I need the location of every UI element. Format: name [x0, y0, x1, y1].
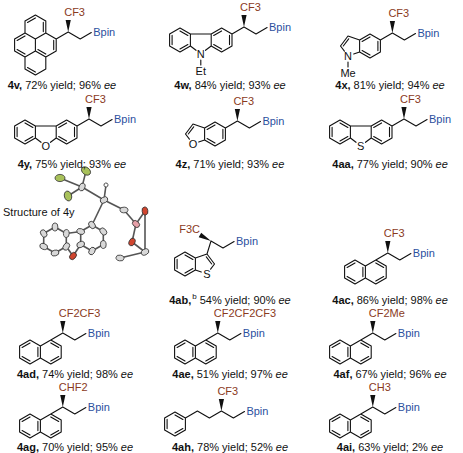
boron-group: Bpin: [93, 26, 115, 38]
compound-caption: 4ai,63% yield; 2%ee: [337, 441, 443, 453]
yield-ee-text: ee: [432, 79, 444, 91]
sulfur-atom: S: [357, 140, 364, 152]
methyl-group: Me: [340, 67, 355, 79]
compound-caption: 4ab,b 54% yield; 90%ee: [169, 293, 291, 307]
yield-ee-text: ee: [272, 158, 284, 170]
yield-ee-text: 77% yield; 90%: [357, 158, 433, 170]
compound-caption: 4ag,70% yield; 95%ee: [17, 441, 133, 453]
yield-ee-text: 71% yield; 93%: [193, 158, 269, 170]
yield-ee-text: 81% yield; 94%: [354, 79, 430, 91]
yield-ee-text: ee: [431, 441, 443, 453]
boron-group: Bpin: [398, 401, 420, 413]
nitrogen-atom: N: [197, 48, 205, 60]
compound-caption: 4ac, 86% yield; 98%ee: [332, 294, 448, 307]
yield-ee-text: ee: [121, 441, 133, 453]
yield-ee-text: 70% yield; 95%: [42, 441, 118, 453]
fluoroalkyl-group: CF3: [388, 7, 409, 19]
compound-number: 4ab,: [169, 294, 191, 306]
boron-group: Bpin: [429, 113, 451, 125]
fluoroalkyl-group: CF3: [400, 93, 421, 105]
nitrogen-atom: N: [344, 50, 352, 62]
compound-caption: 4ae, 51% yield; 97%ee: [172, 368, 288, 381]
boron-group: Bpin: [246, 405, 268, 417]
yield-ee-text: ee: [278, 294, 290, 306]
yield-ee-text: 84% yield; 93%: [195, 79, 271, 91]
yield-ee-text: 75% yield; 93%: [35, 158, 111, 170]
fluoroalkyl-group: CF2Me: [369, 307, 405, 319]
yield-ee-text: 72% yield; 96%: [25, 79, 101, 91]
yield-ee-text: ee: [276, 441, 288, 453]
boron-group: Bpin: [236, 235, 258, 247]
fluoroalkyl-group: CF2CF3: [59, 307, 101, 319]
compound-number: 4ac,: [332, 294, 353, 306]
yield-ee-text: 51% yield; 97%: [197, 368, 273, 380]
wedge-bonds: [60, 15, 406, 411]
crystal-structure-label: Structure of 4y: [3, 206, 75, 218]
fluoroalkyl-group: CF3: [217, 385, 238, 397]
fluoroalkyl-group: CHF2: [59, 381, 88, 393]
boron-group: Bpin: [413, 247, 435, 259]
boron-group: Bpin: [262, 115, 284, 127]
compound-number: 4v,: [8, 79, 22, 91]
yield-ee-text: ee: [276, 368, 288, 380]
compound-number: 4aa,: [332, 158, 353, 170]
compound-caption: 4x, 81% yield; 94%ee: [335, 79, 444, 92]
yield-ee-text: ee: [121, 368, 133, 380]
compound-caption: 4w, 84% yield; 93%ee: [174, 79, 285, 92]
compound-caption: 4aa, 77% yield; 90%ee: [332, 158, 448, 171]
compound-number: 4ae,: [172, 368, 193, 380]
boron-group: Bpin: [114, 113, 136, 125]
fluoroalkyl-group: CF3: [384, 227, 405, 239]
fluoroalkyl-group: CF3: [64, 6, 85, 18]
fluoroalkyl-group: CF3: [85, 93, 106, 105]
compound-number: 4ah,: [172, 441, 194, 453]
compound-number: 4ai,: [337, 441, 355, 453]
yield-ee-text: 63% yield; 2%: [358, 441, 428, 453]
compound-caption: 4y,75% yield; 93%ee: [18, 158, 127, 171]
yield-ee-text: ee: [434, 368, 446, 380]
yield-ee-text: 54% yield; 90%: [200, 294, 276, 306]
fluoroalkyl-group: CF3: [233, 95, 254, 107]
yield-ee-text: ee: [273, 79, 285, 91]
boron-group: Bpin: [88, 401, 110, 413]
yield-ee-text: ee: [114, 158, 126, 170]
fluoroalkyl-group: F3C: [179, 223, 200, 235]
compound-caption: 4ad,74% yield; 98%ee: [17, 368, 133, 381]
compound-number: 4ag,: [17, 441, 39, 453]
fluoroalkyl-group: CH3: [369, 381, 391, 393]
boron-group: Bpin: [243, 327, 265, 339]
compound-number: 4af,: [334, 368, 353, 380]
oxygen-atom: O: [189, 138, 198, 150]
yield-ee-text: 86% yield; 98%: [357, 294, 433, 306]
compound-number: 4w,: [174, 79, 191, 91]
boron-group: Bpin: [269, 21, 291, 33]
compound-caption: 4z,71% yield; 93%ee: [176, 158, 285, 171]
yield-ee-text: ee: [104, 79, 116, 91]
compound-caption: 4ah,78% yield; 52%ee: [172, 441, 288, 453]
compound-number: 4y,: [18, 158, 32, 170]
yield-ee-text: ee: [436, 294, 448, 306]
fluoroalkyl-group: CF3: [240, 1, 261, 13]
yield-ee-text: 74% yield; 98%: [42, 368, 118, 380]
footnote-mark: b: [192, 292, 196, 301]
compound-number: 4ad,: [17, 368, 39, 380]
sulfur-atom: S: [203, 268, 210, 280]
boron-group: Bpin: [417, 27, 439, 39]
boron-group: Bpin: [88, 327, 110, 339]
yield-ee-text: 78% yield; 52%: [197, 441, 273, 453]
oxygen-atom: O: [42, 140, 51, 152]
ethyl-group: Et: [196, 65, 206, 77]
yield-ee-text: 67% yield; 96%: [355, 368, 431, 380]
compound-caption: 4af,67% yield; 96%ee: [334, 368, 447, 381]
compound-caption: 4v,72% yield; 96%ee: [8, 79, 117, 92]
fluoroalkyl-group: CF2CF2CF3: [214, 307, 276, 319]
compound-number: 4z,: [176, 158, 191, 170]
yield-ee-text: ee: [436, 158, 448, 170]
compound-number: 4x,: [335, 79, 350, 91]
boron-group: Bpin: [398, 327, 420, 339]
